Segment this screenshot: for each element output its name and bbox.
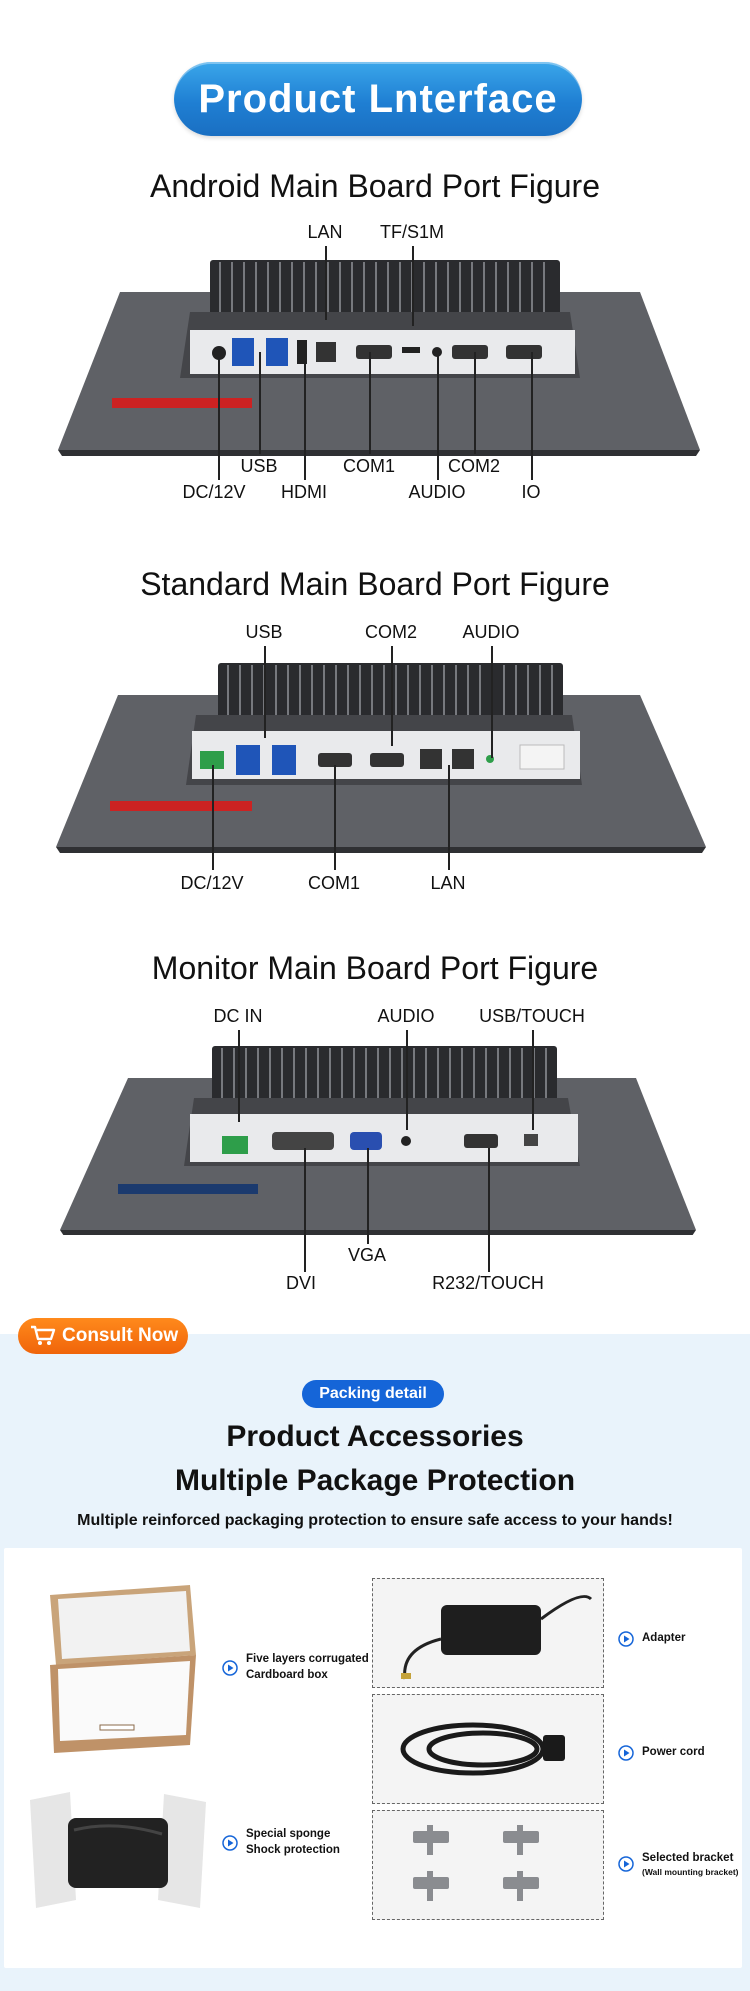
play-icon xyxy=(222,1659,238,1676)
packing-detail-badge: Packing detail xyxy=(302,1380,444,1408)
monitor-label-r232: R232/TOUCH xyxy=(432,1273,544,1293)
standard-label-com1: COM1 xyxy=(307,873,361,893)
std-com2-leader xyxy=(391,646,393,746)
item-bracket: Selected bracket(Wall mounting bracket) xyxy=(618,1851,739,1878)
mon-dvi-leader xyxy=(304,1148,306,1272)
lan-leader xyxy=(325,246,327,320)
sponge-image xyxy=(30,1792,206,1908)
android-label-lan: LAN xyxy=(307,222,343,242)
monitor-label-vga: VGA xyxy=(347,1245,387,1265)
android-label-tf: TF/S1M xyxy=(379,222,445,242)
mon-audio-leader xyxy=(406,1030,408,1130)
play-icon xyxy=(618,1745,634,1761)
android-section-title: Android Main Board Port Figure xyxy=(150,168,600,204)
standard-label-usb: USB xyxy=(245,622,283,642)
io-leader xyxy=(531,352,533,480)
bracket-photo xyxy=(372,1810,604,1920)
standard-label-com2: COM2 xyxy=(364,622,418,642)
play-icon xyxy=(222,1834,238,1851)
mon-dcin-leader xyxy=(238,1030,240,1122)
std-com1-leader xyxy=(334,765,336,870)
std-lan-leader xyxy=(448,765,450,870)
product-interface-banner: Product Lnterface xyxy=(174,62,582,136)
android-label-audio: AUDIO xyxy=(408,482,466,502)
android-label-hdmi: HDMI xyxy=(281,482,327,502)
standard-section-title: Standard Main Board Port Figure xyxy=(140,566,610,602)
mon-r232-leader xyxy=(488,1148,490,1272)
packing-title-line1: Product Accessories xyxy=(226,1420,524,1453)
monitor-label-dcin: DC IN xyxy=(213,1006,263,1026)
item-power-cord: Power cord xyxy=(618,1745,705,1761)
std-audio-leader xyxy=(491,646,493,758)
android-label-com1: COM1 xyxy=(342,456,396,476)
monitor-section-title: Monitor Main Board Port Figure xyxy=(151,950,599,986)
tf-leader xyxy=(412,246,414,326)
android-label-io: IO xyxy=(521,482,541,502)
usb-leader xyxy=(259,352,261,454)
item-adapter: Adapter xyxy=(618,1631,685,1647)
std-dc-leader xyxy=(212,765,214,870)
android-label-usb: USB xyxy=(240,456,278,476)
monitor-label-dvi: DVI xyxy=(285,1273,317,1293)
adapter-photo xyxy=(372,1578,604,1688)
monitor-label-audio: AUDIO xyxy=(377,1006,435,1026)
com2-leader xyxy=(474,352,476,454)
mon-vga-leader xyxy=(367,1148,369,1244)
power-cord-photo xyxy=(372,1694,604,1804)
play-icon xyxy=(618,1631,634,1647)
audio-leader xyxy=(437,352,439,480)
packing-subtitle: Multiple reinforced packaging protection… xyxy=(77,1512,673,1529)
standard-label-dc: DC/12V xyxy=(180,873,244,893)
cardboard-box-image xyxy=(50,1585,196,1753)
android-board-image xyxy=(58,260,700,456)
android-label-dc: DC/12V xyxy=(182,482,246,502)
standard-label-lan: LAN xyxy=(430,873,466,893)
standard-board-image xyxy=(56,663,706,853)
com1-leader xyxy=(369,352,371,454)
dc-leader xyxy=(218,352,220,480)
android-label-com2: COM2 xyxy=(447,456,501,476)
packing-title-line2: Multiple Package Protection xyxy=(174,1464,576,1497)
monitor-label-usbtouch: USB/TOUCH xyxy=(479,1006,585,1026)
mon-usbtouch-leader xyxy=(532,1030,534,1130)
consult-now-button[interactable]: Consult Now xyxy=(18,1318,188,1354)
standard-label-audio: AUDIO xyxy=(462,622,520,642)
cart-icon xyxy=(31,1325,56,1345)
play-icon xyxy=(618,1856,634,1873)
hdmi-leader xyxy=(304,352,306,480)
std-usb-leader xyxy=(264,646,266,738)
monitor-board-image xyxy=(60,1046,696,1235)
consult-now-label: Consult Now xyxy=(62,1325,179,1346)
